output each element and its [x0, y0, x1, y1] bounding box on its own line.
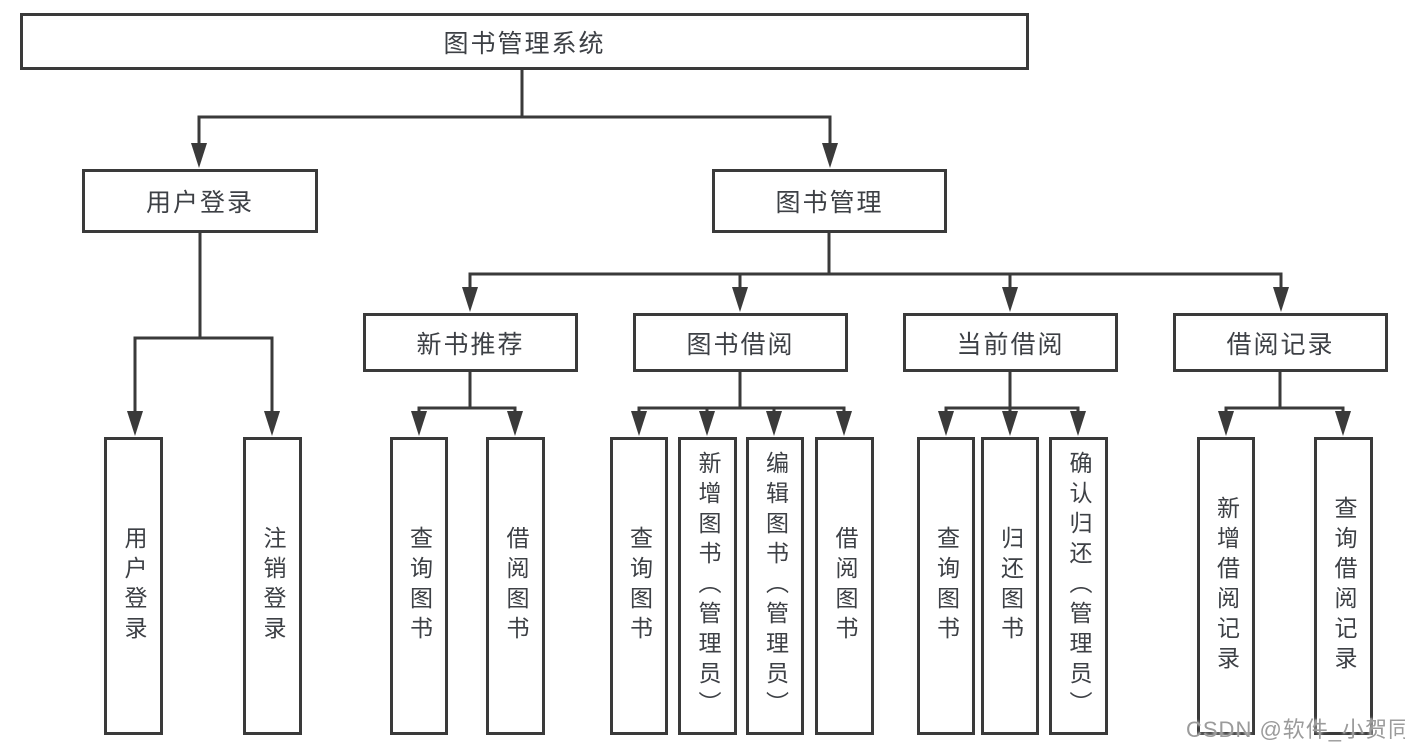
leaf-add-books-admin: 新增图书（管理员）: [678, 437, 737, 735]
node-label: 图书管理: [775, 189, 884, 217]
connector-borrow-branch: [637, 406, 846, 420]
arrowhead: [462, 287, 478, 312]
connector-bookmgmt-branch: [468, 272, 1283, 296]
arrowhead: [1335, 411, 1351, 436]
leaf-label: 查询图书: [933, 526, 960, 646]
leaf-borrow-books: 借阅图书: [815, 437, 874, 735]
node-label: 新书推荐: [416, 330, 525, 359]
arrowhead: [1002, 411, 1018, 436]
arrowhead: [938, 411, 954, 436]
node-book-management: 图书管理: [712, 169, 947, 233]
arrowhead: [264, 411, 280, 436]
leaf-recommend-query-books: 查询图书: [390, 437, 448, 735]
leaf-borrow-query-books: 查询图书: [610, 437, 668, 735]
leaf-label: 注销登录: [260, 526, 286, 646]
leaf-query-borrow-record: 查询借阅记录: [1314, 437, 1373, 735]
node-current-borrow: 当前借阅: [903, 313, 1118, 372]
node-label: 图书管理系统: [443, 29, 606, 58]
arrowhead: [1002, 287, 1018, 312]
leaf-recommend-borrow-books: 借阅图书: [486, 437, 545, 735]
connector-root-branch: [197, 115, 832, 150]
connector-records-branch: [1224, 406, 1345, 420]
node-label: 借阅记录: [1226, 330, 1335, 359]
leaf-label: 借阅图书: [503, 526, 529, 646]
arrowhead: [836, 411, 852, 436]
leaf-label: 借阅图书: [832, 526, 858, 646]
leaf-label: 确认归还（管理员）: [1066, 451, 1092, 721]
arrowhead: [1218, 411, 1234, 436]
leaf-confirm-return-admin: 确认归还（管理员）: [1049, 437, 1108, 735]
node-label: 图书借阅: [686, 330, 795, 359]
arrowhead: [1070, 411, 1086, 436]
node-library-management-system: 图书管理系统: [20, 13, 1029, 70]
arrowhead: [822, 143, 838, 168]
node-borrow-records: 借阅记录: [1173, 313, 1388, 372]
leaf-return-books: 归还图书: [981, 437, 1039, 735]
leaf-edit-books-admin: 编辑图书（管理员）: [746, 437, 804, 735]
leaf-logout: 注销登录: [243, 437, 302, 735]
leaf-label: 查询借阅记录: [1331, 496, 1357, 676]
leaf-label: 查询图书: [626, 526, 653, 646]
node-user-login: 用户登录: [82, 169, 318, 233]
connector-recommend-branch: [417, 406, 517, 420]
node-label: 当前借阅: [956, 330, 1065, 359]
arrowhead: [127, 411, 143, 436]
leaf-add-borrow-record: 新增借阅记录: [1197, 437, 1255, 735]
leaf-label: 用户登录: [121, 526, 147, 646]
arrowhead: [699, 411, 715, 436]
arrowhead: [411, 411, 427, 436]
arrowhead: [507, 411, 523, 436]
leaf-user-login: 用户登录: [104, 437, 163, 735]
arrowhead: [732, 287, 748, 312]
leaf-label: 新增图书（管理员）: [695, 451, 721, 721]
arrowhead: [1273, 287, 1289, 312]
arrowhead: [631, 411, 647, 436]
leaf-label: 编辑图书（管理员）: [762, 451, 789, 721]
leaf-label: 新增借阅记录: [1213, 496, 1240, 676]
arrowhead: [766, 411, 782, 436]
leaf-current-query-books: 查询图书: [917, 437, 975, 735]
node-label: 用户登录: [145, 189, 254, 217]
connector-userlogin-branch: [133, 336, 274, 420]
node-new-book-recommend: 新书推荐: [363, 313, 578, 372]
csdn-watermark: CSDN @软件_小贺同学: [1186, 717, 1405, 742]
arrowhead: [191, 143, 207, 168]
node-book-borrow: 图书借阅: [633, 313, 848, 372]
leaf-label: 查询图书: [406, 526, 433, 646]
leaf-label: 归还图书: [997, 526, 1024, 646]
